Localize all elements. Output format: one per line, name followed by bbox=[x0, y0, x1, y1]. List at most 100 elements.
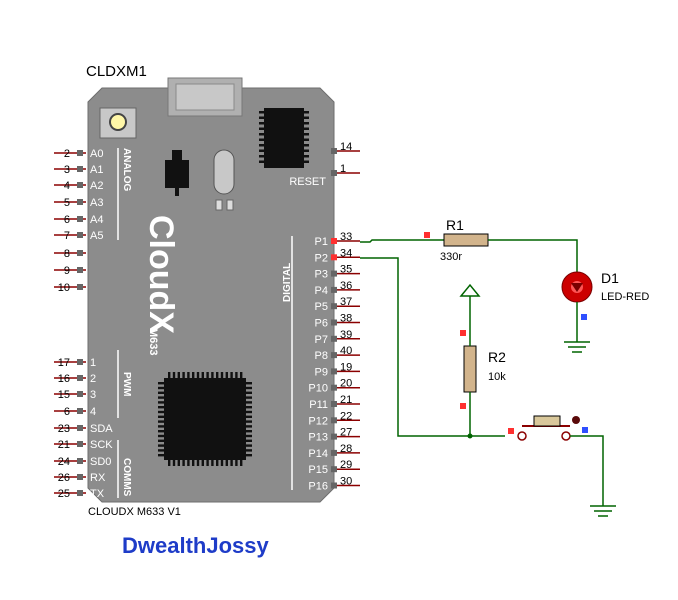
switch-cap[interactable] bbox=[533, 415, 561, 427]
resistor-r2[interactable] bbox=[463, 345, 477, 393]
pin-marker bbox=[77, 250, 83, 256]
pin-number: 17 bbox=[58, 357, 70, 369]
switch-pivot bbox=[572, 416, 580, 424]
pin-number: 24 bbox=[58, 456, 70, 468]
left-pin[interactable]: 10 bbox=[54, 282, 86, 294]
pin-label: A4 bbox=[90, 214, 103, 226]
left-pin[interactable]: 6 A4 bbox=[54, 214, 103, 226]
ground-led bbox=[564, 341, 590, 353]
ground-switch bbox=[590, 505, 616, 517]
pin-marker bbox=[77, 284, 83, 290]
pin-marker bbox=[77, 199, 83, 205]
pin-marker bbox=[331, 319, 337, 326]
pin-marker bbox=[77, 232, 83, 238]
small-ic bbox=[264, 108, 304, 168]
pin-number: 21 bbox=[58, 439, 70, 451]
pin-number: 4 bbox=[64, 180, 70, 192]
pin-label: A5 bbox=[90, 230, 103, 242]
left-pin[interactable]: 3 A1 bbox=[54, 164, 103, 176]
pin-number: 8 bbox=[64, 248, 70, 260]
pin-label: 1 bbox=[90, 357, 96, 369]
pin-marker bbox=[331, 238, 337, 244]
d1-value: LED-RED bbox=[601, 291, 649, 303]
pin-number: 2 bbox=[64, 148, 70, 160]
left-pin[interactable]: 8 bbox=[54, 248, 86, 260]
pin-marker bbox=[331, 417, 337, 424]
pin-number: 1 bbox=[340, 163, 346, 175]
power-terminal-arrow bbox=[459, 283, 481, 297]
pin-label: RX bbox=[90, 472, 106, 484]
top-right-pin[interactable]: 14 bbox=[331, 141, 360, 154]
pin-marker bbox=[331, 148, 337, 154]
pin-marker bbox=[331, 384, 337, 391]
pin-marker bbox=[77, 216, 83, 222]
brand-text: CloudX bbox=[142, 215, 180, 334]
comms-label: COMMS bbox=[121, 458, 132, 497]
pin-label: P8 bbox=[315, 350, 328, 362]
pin-number: 19 bbox=[340, 361, 352, 373]
pin-label: P3 bbox=[315, 269, 328, 281]
pin-marker bbox=[331, 270, 337, 277]
board-footer: CLOUDX M633 V1 bbox=[88, 506, 181, 518]
resistor-r1[interactable] bbox=[443, 233, 489, 247]
pin-marker bbox=[331, 433, 337, 440]
board-body[interactable] bbox=[87, 87, 335, 503]
pin-label: P14 bbox=[308, 448, 328, 460]
pin-number: 25 bbox=[58, 488, 70, 500]
wire-r1-led[interactable] bbox=[488, 239, 578, 272]
wire-switch-ground[interactable] bbox=[570, 435, 604, 506]
pin-marker bbox=[331, 303, 337, 310]
pin-marker bbox=[331, 335, 337, 342]
pin-label: A1 bbox=[90, 164, 103, 176]
pin-label: A3 bbox=[90, 197, 103, 209]
wire-p2-switch[interactable] bbox=[360, 257, 505, 437]
wire-p1-r1[interactable] bbox=[360, 239, 440, 243]
pin-marker bbox=[77, 490, 83, 496]
pin-number: 38 bbox=[340, 313, 352, 325]
pin-number: 40 bbox=[340, 345, 352, 357]
left-pin[interactable]: 17 1 bbox=[54, 357, 96, 369]
pin-label: SDA bbox=[90, 423, 113, 435]
pin-label: P12 bbox=[308, 415, 328, 427]
pin-marker bbox=[77, 375, 83, 381]
left-pin[interactable]: 9 bbox=[54, 265, 86, 277]
pin-number: 29 bbox=[340, 459, 352, 471]
pin-number: 6 bbox=[64, 214, 70, 226]
d1-ref: D1 bbox=[601, 270, 619, 286]
pin-marker bbox=[77, 408, 83, 414]
pin-number: 3 bbox=[64, 164, 70, 176]
pin-marker bbox=[331, 368, 337, 375]
right-pin[interactable]: 40 P8 bbox=[315, 345, 360, 362]
watermark-text: DwealthJossy bbox=[122, 533, 269, 558]
